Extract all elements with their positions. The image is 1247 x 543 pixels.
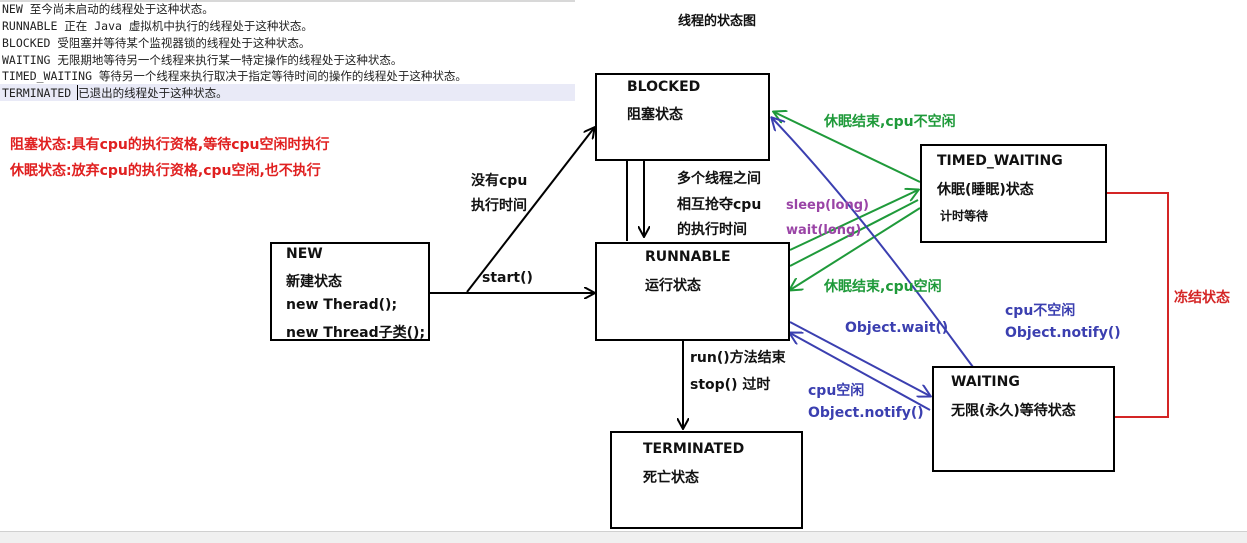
arrow-timed-to-runnable (790, 207, 921, 290)
text-caret (77, 85, 78, 100)
state-box-new (270, 242, 430, 341)
label-run-end: run()方法结束 (690, 350, 786, 366)
arrow-runnable-to-waiting (789, 321, 930, 396)
arrow-waiting-to-runnable (790, 333, 931, 411)
arrow-waiting-to-blocked (772, 118, 974, 368)
state-box-runnable (595, 242, 790, 341)
state-desc-waiting: 无限(永久)等待状态 (951, 403, 1076, 419)
state-desc-terminated: 死亡状态 (643, 470, 699, 486)
note-line-waiting: WAITING 无限期地等待另一个线程来执行某一特定操作的线程处于这种状态。 (2, 53, 403, 67)
label-sleep-end-free: 休眠结束,cpu空闲 (824, 279, 942, 295)
state-name-blocked: BLOCKED (627, 79, 701, 95)
state-name-new: NEW (286, 246, 323, 262)
note-line-new: NEW 至今尚未启动的线程处于这种状态。 (2, 2, 214, 16)
panel-border (0, 0, 575, 2)
blocked-explanation: 阻塞状态:具有cpu的执行资格,等待cpu空闲时执行 (10, 137, 330, 153)
label-wait-long: wait(long) (786, 223, 862, 238)
label-no-cpu-2: 执行时间 (471, 198, 527, 214)
label-stop: stop() 过时 (690, 377, 771, 393)
label-start: start() (482, 270, 533, 286)
arrow-runnable-to-timed-1 (789, 190, 918, 251)
state-box-waiting (932, 366, 1115, 472)
state-box-terminated (610, 431, 803, 529)
label-sleep-end-busy: 休眠结束,cpu不空闲 (824, 114, 956, 130)
note-line-runnable: RUNNABLE 正在 Java 虚拟机中执行的线程处于这种状态。 (2, 19, 313, 33)
note-line-timed-waiting: TIMED_WAITING 等待另一个线程来执行取决于指定等待时间的操作的线程处… (2, 69, 467, 83)
selected-line-highlight (0, 84, 575, 101)
label-notify-2: Object.notify() (1005, 325, 1121, 341)
sleeping-explanation: 休眠状态:放弃cpu的执行资格,cpu空闲,也不执行 (10, 163, 321, 179)
arrow-timed-to-blocked (774, 112, 921, 183)
label-cpu-free: cpu空闲 (808, 383, 865, 399)
arrow-to-blocked (466, 128, 594, 293)
new-code-1: new Therad(); (286, 297, 398, 313)
label-notify-1: Object.notify() (808, 405, 924, 421)
state-desc-blocked: 阻塞状态 (627, 107, 683, 123)
label-no-cpu-1: 没有cpu (471, 173, 528, 189)
state-desc-new: 新建状态 (286, 274, 342, 290)
state-name-runnable: RUNNABLE (645, 249, 731, 265)
line-runnable-to-timed-2 (789, 199, 919, 267)
label-compete-1: 多个线程之间 (677, 171, 761, 187)
label-compete-3: 的执行时间 (677, 222, 747, 238)
state-name-timed-waiting: TIMED_WAITING (937, 153, 1063, 169)
label-frozen: 冻结状态 (1174, 290, 1230, 306)
label-object-wait: Object.wait() (845, 320, 949, 336)
note-line-blocked: BLOCKED 受阻塞并等待某个监视器锁的线程处于这种状态。 (2, 36, 311, 50)
state-name-waiting: WAITING (951, 374, 1020, 390)
state-box-timed-waiting (920, 144, 1107, 243)
new-code-2: new Thread子类(); (286, 325, 426, 341)
frozen-bracket (1107, 192, 1169, 418)
state-notes-panel: NEW 至今尚未启动的线程处于这种状态。 RUNNABLE 正在 Java 虚拟… (0, 0, 575, 101)
bottom-scrollbar[interactable] (0, 531, 1247, 543)
label-sleep-long: sleep(long) (786, 198, 869, 213)
state-desc-timed-waiting: 休眠(睡眠)状态 (937, 182, 1034, 198)
label-cpu-busy: cpu不空闲 (1005, 303, 1076, 319)
diagram-title: 线程的状态图 (678, 14, 757, 29)
label-compete-2: 相互抢夺cpu (677, 197, 762, 213)
state-box-blocked (595, 73, 770, 161)
note-line-terminated: TERMINATED 已退出的线程处于这种状态。 (2, 86, 228, 100)
state-name-terminated: TERMINATED (643, 441, 745, 457)
state-sub-timed-waiting: 计时等待 (940, 209, 989, 223)
state-desc-runnable: 运行状态 (645, 278, 701, 294)
